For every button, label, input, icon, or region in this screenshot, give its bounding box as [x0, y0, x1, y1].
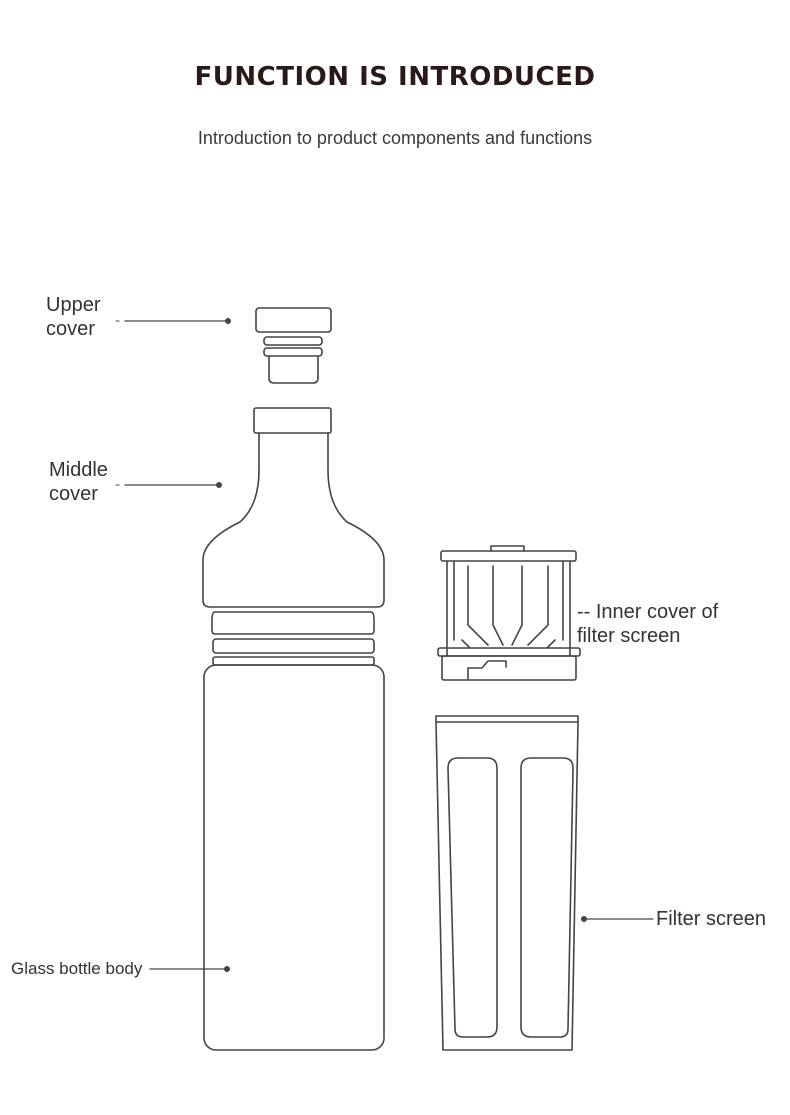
- glass-body-leader: [149, 965, 231, 972]
- upper-cover-label: Upper cover: [46, 293, 100, 341]
- middle-cover-label-line2: cover: [49, 483, 98, 505]
- inner-cover-label-line2: filter screen: [577, 625, 681, 647]
- middle-cover-label: Middle cover: [49, 458, 108, 506]
- glass-bottle-part: [203, 611, 385, 1051]
- page-title: FUNCTION IS INTRODUCED: [194, 62, 596, 92]
- middle-cover-part: [202, 407, 385, 608]
- upper-cover-label-line2: cover: [46, 318, 95, 340]
- filter-screen-part: [435, 715, 579, 1051]
- upper-cover-leader: [115, 317, 232, 324]
- inner-cover-label-line1: -- Inner cover of: [577, 601, 719, 623]
- page-subtitle: Introduction to product components and f…: [197, 128, 593, 148]
- upper-cover-label-line1: Upper: [46, 294, 101, 316]
- inner-cover-label: -- Inner cover of filter screen: [577, 600, 718, 648]
- inner-cover-part: [437, 545, 581, 681]
- glass-body-label: Glass bottle body: [11, 959, 143, 978]
- middle-cover-label-line1: Middle: [49, 459, 108, 481]
- middle-cover-leader: [115, 481, 223, 488]
- filter-screen-label: Filter screen: [656, 908, 767, 930]
- upper-cover-part: [255, 307, 332, 384]
- filter-screen-leader: [580, 915, 654, 922]
